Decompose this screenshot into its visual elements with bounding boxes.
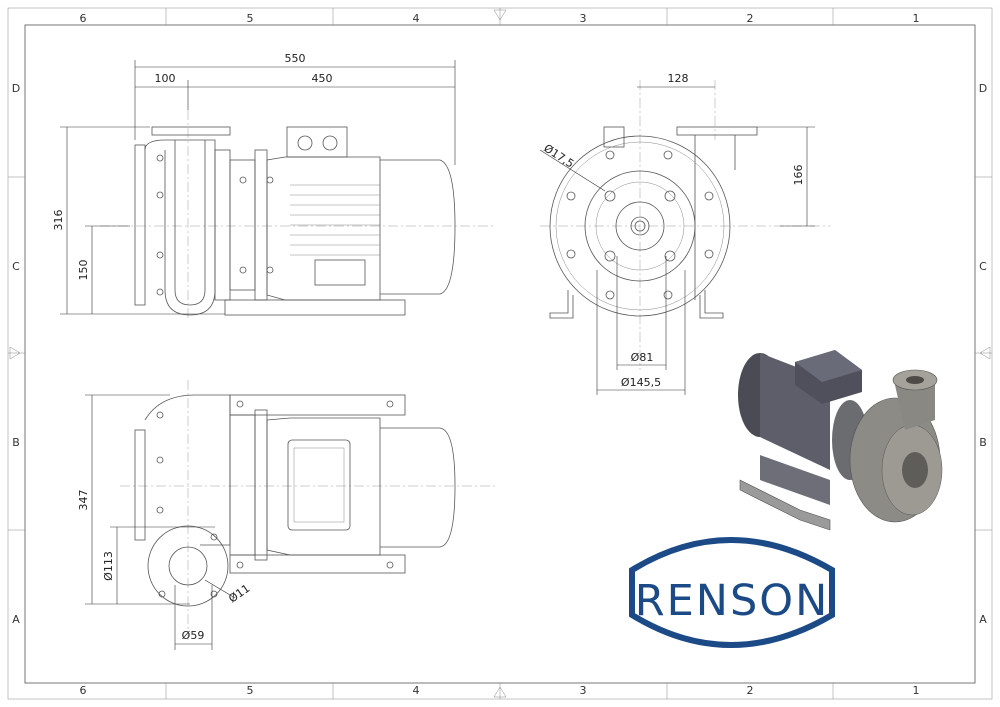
dim-motor-length: 450 xyxy=(312,72,333,85)
dim-flange-hole: Ø11 xyxy=(226,582,252,606)
drawing-frame: 6 5 4 3 2 1 6 5 4 3 2 1 D C B A D C B A xyxy=(7,7,993,700)
column-label: 4 xyxy=(413,12,420,25)
renson-logo: RENSON xyxy=(629,537,835,648)
dim-overall-length: 550 xyxy=(285,52,306,65)
dim-outlet-height: 166 xyxy=(792,165,805,186)
dim-flange-bolt-circle: Ø113 xyxy=(102,551,115,581)
row-label: D xyxy=(979,82,987,95)
column-label: 6 xyxy=(80,684,87,697)
dimension-lines xyxy=(60,60,815,650)
dim-flange-bore: Ø59 xyxy=(182,629,205,642)
side-view xyxy=(100,110,495,320)
row-label: A xyxy=(979,613,987,626)
column-label: 4 xyxy=(413,684,420,697)
row-label: B xyxy=(12,436,20,449)
dim-bore: Ø81 xyxy=(631,351,654,364)
row-label: C xyxy=(12,260,20,273)
dim-outlet-offset: 128 xyxy=(668,72,689,85)
column-label: 3 xyxy=(580,12,587,25)
row-label: B xyxy=(979,436,987,449)
column-label: 1 xyxy=(913,684,920,697)
column-label: 5 xyxy=(247,12,254,25)
dim-top-depth: 347 xyxy=(77,490,90,511)
pump-3d-render xyxy=(738,350,943,531)
column-label: 1 xyxy=(913,12,920,25)
column-label: 2 xyxy=(747,684,754,697)
column-label: 6 xyxy=(80,12,87,25)
dim-bolt-hole: Ø17,5 xyxy=(541,142,576,171)
column-label: 2 xyxy=(747,12,754,25)
dim-inlet-offset: 100 xyxy=(155,72,176,85)
row-label: D xyxy=(12,82,20,95)
row-label: C xyxy=(979,260,987,273)
dim-total-height: 316 xyxy=(52,210,65,231)
dim-shaft-height: 150 xyxy=(77,260,90,281)
column-label: 3 xyxy=(580,684,587,697)
svg-text:RENSON: RENSON xyxy=(635,576,830,626)
row-label: A xyxy=(12,613,20,626)
column-label: 5 xyxy=(247,684,254,697)
dim-bolt-circle: Ø145,5 xyxy=(621,376,661,389)
top-view xyxy=(120,380,495,640)
